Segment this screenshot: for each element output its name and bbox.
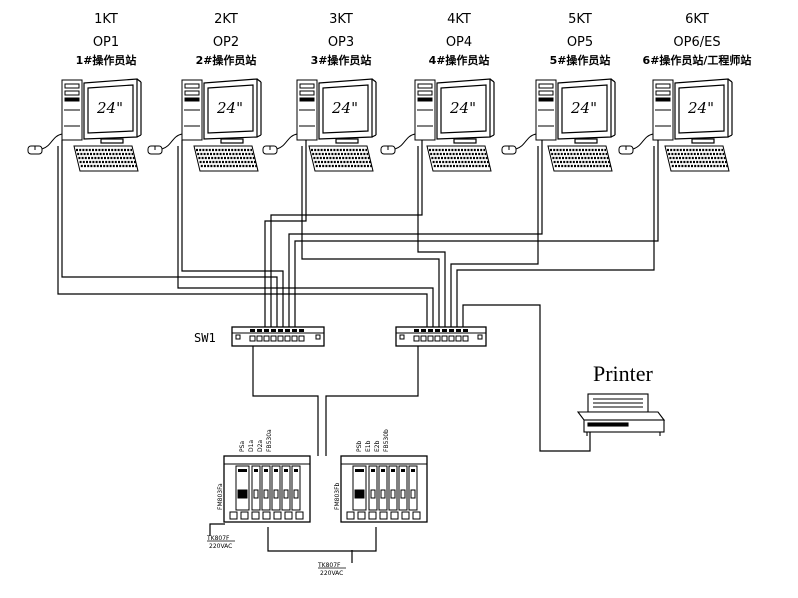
module-label: PSb <box>356 441 363 452</box>
switch-sw2 <box>395 326 487 347</box>
module-label: D2a <box>257 440 264 452</box>
station-3: 3KT OP3 3#操作员站 24" <box>262 12 377 172</box>
screen-size-label: 24" <box>216 99 243 117</box>
module-label: PSa <box>239 441 246 452</box>
station-op-label: OP4 <box>446 35 472 50</box>
monitor-icon <box>83 78 142 144</box>
power-voltage-label: 220VAC <box>320 570 343 577</box>
power-model-label: TK807F <box>206 535 230 542</box>
cable <box>209 523 225 536</box>
computer-tower-icon <box>181 79 203 141</box>
mouse-icon <box>501 133 537 155</box>
printer: Printer <box>576 361 666 436</box>
computer-tower-icon <box>296 79 318 141</box>
keyboard-icon <box>664 145 730 172</box>
monitor-icon <box>203 78 262 144</box>
cable <box>301 146 440 327</box>
station-name-label: 3#操作员站 <box>311 53 372 67</box>
cable <box>264 140 307 327</box>
keyboard-icon <box>547 145 613 172</box>
station-2: 2KT OP2 2#操作员站 24" <box>147 12 262 172</box>
computer-tower-icon <box>652 79 674 141</box>
screen-size-label: 24" <box>96 99 123 117</box>
monitor-icon <box>436 78 495 144</box>
station-6: 6KT OP6/ES 6#操作员站/工程师站 24" <box>618 12 752 172</box>
station-op-label: OP3 <box>328 35 354 50</box>
module-label: E2b <box>374 440 381 452</box>
module-label: D1a <box>248 440 255 452</box>
cable <box>294 140 659 327</box>
station-op-label: OP5 <box>567 35 593 50</box>
keyboard-icon <box>73 145 139 172</box>
cabinet-model-label: FM803Fa <box>217 483 224 510</box>
computer-tower-icon <box>414 79 436 141</box>
station-kt-label: 2KT <box>214 12 238 27</box>
station-kt-label: 1KT <box>94 12 118 27</box>
cable <box>252 346 319 456</box>
cable <box>267 527 377 552</box>
printer-label: Printer <box>593 361 654 386</box>
mouse-icon <box>147 133 183 155</box>
stations-layer: 1KT OP1 1#操作员站 24" 2KT OP2 2#操作员站 24" 3KT OP3 3#操作… <box>27 12 752 172</box>
cable <box>288 140 543 327</box>
computer-tower-icon <box>61 79 83 141</box>
power-model-label: TK807F <box>317 562 341 569</box>
station-op-label: OP6/ES <box>673 35 720 50</box>
switch-sw1-label: SW1 <box>194 331 216 345</box>
module-label: E1b <box>365 440 372 452</box>
station-name-label: 6#操作员站/工程师站 <box>643 53 752 67</box>
cabinet-model-label: FM803Fb <box>334 482 341 510</box>
station-op-label: OP2 <box>213 35 239 50</box>
monitor-icon <box>674 78 733 144</box>
station-kt-label: 5KT <box>568 12 592 27</box>
cable <box>61 140 278 327</box>
monitor-icon <box>557 78 616 144</box>
keyboard-icon <box>426 145 492 172</box>
station-name-label: 1#操作员站 <box>76 53 137 67</box>
computer-tower-icon <box>535 79 557 141</box>
cable <box>57 146 428 327</box>
module-label: FB530a <box>266 429 273 452</box>
screen-size-label: 24" <box>570 99 597 117</box>
cable <box>181 140 284 327</box>
cable <box>462 304 591 452</box>
screen-size-label: 24" <box>687 99 714 117</box>
station-name-label: 2#操作员站 <box>196 53 257 67</box>
station-name-label: 5#操作员站 <box>550 53 611 67</box>
printer-icon <box>576 393 666 436</box>
cable <box>325 346 419 456</box>
station-kt-label: 6KT <box>685 12 709 27</box>
station-5: 5KT OP5 5#操作员站 24" <box>501 12 616 172</box>
station-kt-label: 3KT <box>329 12 353 27</box>
mouse-icon <box>27 133 63 155</box>
cable <box>456 146 655 327</box>
cable <box>450 146 539 327</box>
screen-size-label: 24" <box>449 99 476 117</box>
keyboard-icon <box>308 145 374 172</box>
station-kt-label: 4KT <box>447 12 471 27</box>
cable <box>177 146 434 327</box>
module-label: FB530b <box>383 429 390 452</box>
mouse-icon <box>262 133 298 155</box>
wires-layer <box>57 140 659 563</box>
station-name-label: 4#操作员站 <box>429 53 490 67</box>
mouse-icon <box>380 133 416 155</box>
screen-size-label: 24" <box>331 99 358 117</box>
power-voltage-label: 220VAC <box>209 543 232 550</box>
cable <box>270 140 423 327</box>
cable <box>417 146 446 327</box>
mouse-icon <box>618 133 654 155</box>
monitor-icon <box>318 78 377 144</box>
station-1: 1KT OP1 1#操作员站 24" <box>27 12 142 172</box>
keyboard-icon <box>193 145 259 172</box>
station-4: 4KT OP4 4#操作员站 24" <box>380 12 495 172</box>
station-op-label: OP1 <box>93 35 119 50</box>
switch-sw1: SW1 <box>194 326 325 347</box>
